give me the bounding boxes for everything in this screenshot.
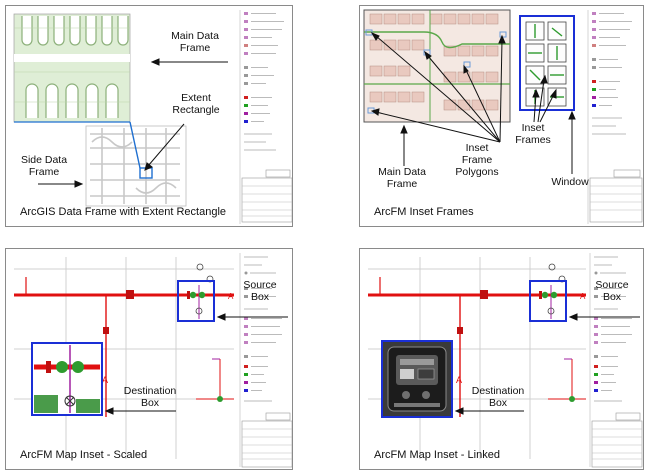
label-line: Main Data [171, 30, 219, 42]
panel3-arrows [104, 313, 288, 415]
label-line: Frames [515, 134, 551, 146]
label-line: Inset [465, 142, 489, 154]
label-line: Extent [181, 92, 211, 104]
svg-text:A: A [456, 375, 462, 385]
label-line: Source [243, 279, 277, 291]
main-data-frame-parcels [363, 9, 511, 123]
label-line: Source [595, 279, 629, 291]
panel-map-inset-scaled: A A [5, 248, 293, 470]
panel1-arrows [38, 58, 228, 188]
destination-box [31, 342, 103, 416]
label-line: Destination [123, 385, 177, 397]
label-side-data-frame: Side Data Frame [14, 154, 74, 178]
label-line: Polygons [455, 166, 499, 178]
label-inset-frames: Inset Frames [510, 122, 556, 146]
legend-column [239, 10, 292, 224]
panel-arcgis-data-frame: Main Data Frame Extent Rectangle Side Da… [5, 5, 293, 227]
label-window: Window [551, 176, 589, 188]
panel-arcfm-inset-frames: Main Data Frame Inset Frame Polygons Ins… [359, 5, 644, 227]
label-source-box: Source Box [238, 279, 282, 303]
label-line: Inset [521, 122, 545, 134]
label-source-box: Source Box [590, 279, 634, 303]
panel4-arrows [454, 313, 640, 415]
side-data-frame-map [14, 121, 187, 207]
panel-caption: ArcFM Map Inset - Linked [374, 449, 500, 461]
label-line: Destination [471, 385, 525, 397]
panel-arcgis-illustration [13, 10, 292, 224]
label-line: Box [602, 291, 622, 303]
label-line: Frame [179, 42, 211, 54]
label-inset-frame-polygons: Inset Frame Polygons [446, 142, 508, 178]
svg-text:A: A [228, 292, 234, 301]
source-box [177, 280, 215, 322]
panel-caption: ArcGIS Data Frame with Extent Rectangle [20, 206, 227, 218]
label-extent-rectangle: Extent Rectangle [166, 92, 226, 116]
panel-caption: ArcFM Map Inset - Scaled [20, 449, 148, 461]
legend-column [239, 253, 292, 468]
label-destination-box: Destination Box [466, 385, 530, 409]
svg-text:A: A [580, 292, 586, 301]
label-line: Frame [386, 178, 418, 190]
svg-text:A: A [102, 375, 108, 385]
label-line: Main Data [378, 166, 426, 178]
panel-caption: ArcFM Inset Frames [374, 206, 474, 218]
label-destination-box: Destination Box [118, 385, 182, 409]
main-data-frame-map [13, 13, 131, 123]
source-box [529, 280, 567, 322]
legend-column [587, 10, 643, 224]
legend-column [589, 253, 643, 468]
label-line: Rectangle [172, 104, 220, 116]
panel-map-inset-linked: A A [359, 248, 644, 470]
label-line: Box [488, 397, 508, 409]
label-line: Frame [28, 166, 60, 178]
label-line: Box [140, 397, 160, 409]
inset-frames-window [519, 15, 575, 111]
panel2-arrows [370, 31, 576, 174]
extent-connector-line [129, 121, 141, 169]
panel-inset-frames-illustration [363, 9, 643, 224]
label-line: Box [250, 291, 270, 303]
label-main-data-frame: Main Data Frame [156, 30, 234, 54]
panel-linked-illustration: A A [368, 253, 643, 468]
panel-scaled-illustration: A A [14, 253, 292, 468]
destination-box-photo [381, 340, 453, 418]
label-line: Side Data [20, 154, 68, 166]
label-main-data-frame: Main Data Frame [370, 166, 434, 190]
label-line: Frame [461, 154, 493, 166]
